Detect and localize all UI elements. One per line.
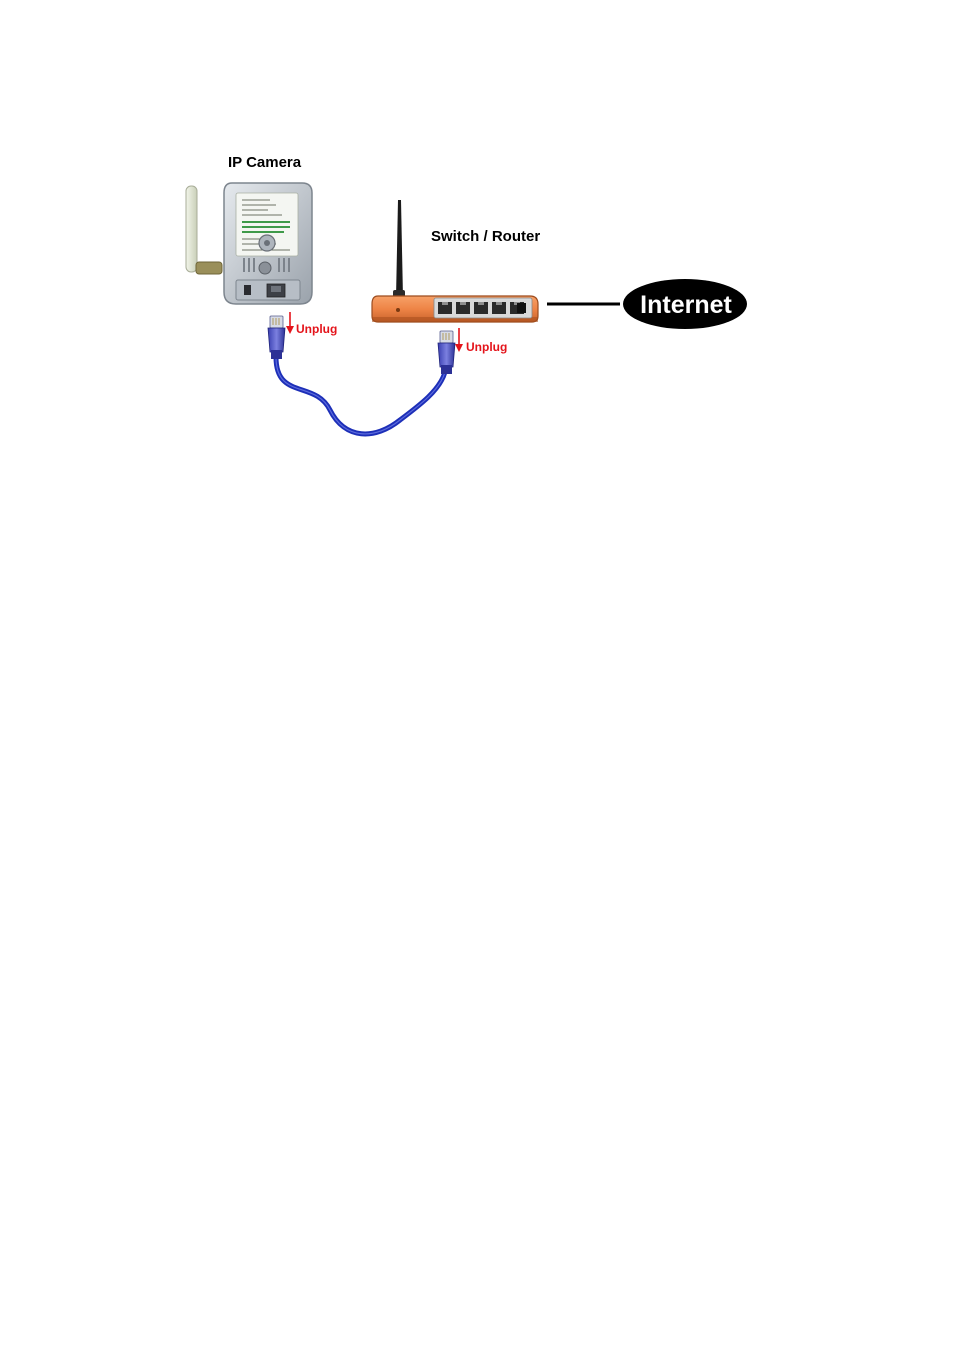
- unplug-router-label: Unplug: [466, 340, 507, 354]
- rj45-plug-icon: [268, 316, 285, 359]
- router-label: Switch / Router: [431, 228, 540, 245]
- down-arrow-icon: [455, 328, 463, 352]
- internet-label: Internet: [640, 291, 732, 319]
- ethernet-cable-icon: [276, 357, 445, 434]
- unplug-camera-label: Unplug: [296, 322, 337, 336]
- rj45-plug-icon: [438, 331, 455, 374]
- router-icon: [372, 200, 538, 322]
- down-arrow-icon: [286, 312, 294, 334]
- internet-node: Internet: [623, 279, 747, 329]
- ip-camera-label: IP Camera: [228, 154, 302, 171]
- ip-camera-icon: [186, 183, 312, 304]
